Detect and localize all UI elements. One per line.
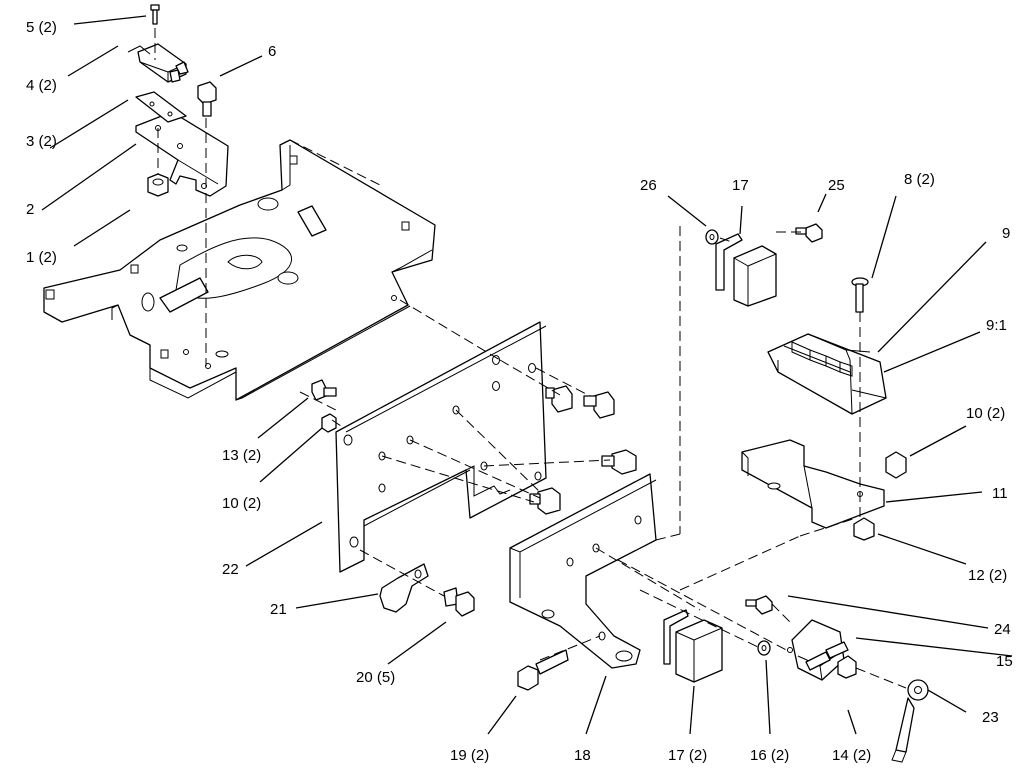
item-17-relay-lower [663,609,723,683]
callout-25: 25 [828,177,845,194]
item-25-screw [795,223,823,243]
callout-9: 9 [1002,225,1010,242]
item-12-nut [853,517,875,541]
item-3-spacer [135,91,187,123]
callout-23: 23 [982,709,999,726]
callout-12: 12 (2) [968,567,1007,584]
callout-4: 4 (2) [26,77,57,94]
item-6-bolt [197,81,217,117]
callout-3: 3 (2) [26,133,57,150]
item-5-screw [150,4,160,25]
callout-5: 5 (2) [26,19,57,36]
item-10-nut-left [321,413,337,433]
callout-11: 11 [992,485,1008,502]
callout-26: 26 [640,177,657,194]
item-11-bracket [741,439,885,529]
item-2-bracket [135,111,229,197]
callout-19: 19 (2) [450,747,489,764]
phantom-lines [289,139,907,689]
callout-labels: 5 (2) 4 (2) 6 3 (2) 2 1 (2) 26 17 25 8 (… [26,19,1013,764]
base-plate [43,139,436,401]
item-24-screw [745,595,773,615]
item-18-bracket [509,473,657,669]
leader-lines [41,15,1013,735]
callout-6: 6 [268,43,276,60]
callout-18: 18 [574,747,591,764]
item-17-relay-upper [715,233,777,307]
callout-9-1: 9:1 [986,317,1007,334]
callout-22: 22 [222,561,239,578]
callout-17-lower: 17 (2) [668,747,707,764]
callout-17-upper: 17 [732,177,749,194]
callout-24: 24 [994,621,1011,638]
callout-1: 1 (2) [26,249,57,266]
item-15-solenoid [787,619,849,681]
item-8-screw [851,277,869,313]
item-9-terminal-block [767,333,887,415]
item-1-nut [147,173,169,197]
item-23-cable-lug [891,679,929,763]
item-22-plate [335,321,547,573]
item-16-washer [757,640,771,656]
item-10-nut-right [885,451,907,479]
callout-21: 21 [270,601,287,618]
item-20-bolt [443,587,475,617]
callout-14: 14 (2) [832,747,871,764]
callout-13: 13 (2) [222,447,261,464]
item-26-washer [705,229,719,245]
callout-10-left: 10 (2) [222,495,261,512]
callout-16: 16 (2) [750,747,789,764]
item-21-clamp [379,563,429,613]
callout-2: 2 [26,201,34,218]
item-13-bolt [311,379,337,401]
callout-20: 20 (5) [356,669,395,686]
callout-8: 8 (2) [904,171,935,188]
item-4-switch [127,43,189,83]
callout-15: 15 [996,653,1013,670]
item-19-bolt [517,649,569,691]
callout-10-right: 10 (2) [966,405,1005,422]
item-14-nut [837,655,857,679]
plate-bolts [529,385,637,515]
